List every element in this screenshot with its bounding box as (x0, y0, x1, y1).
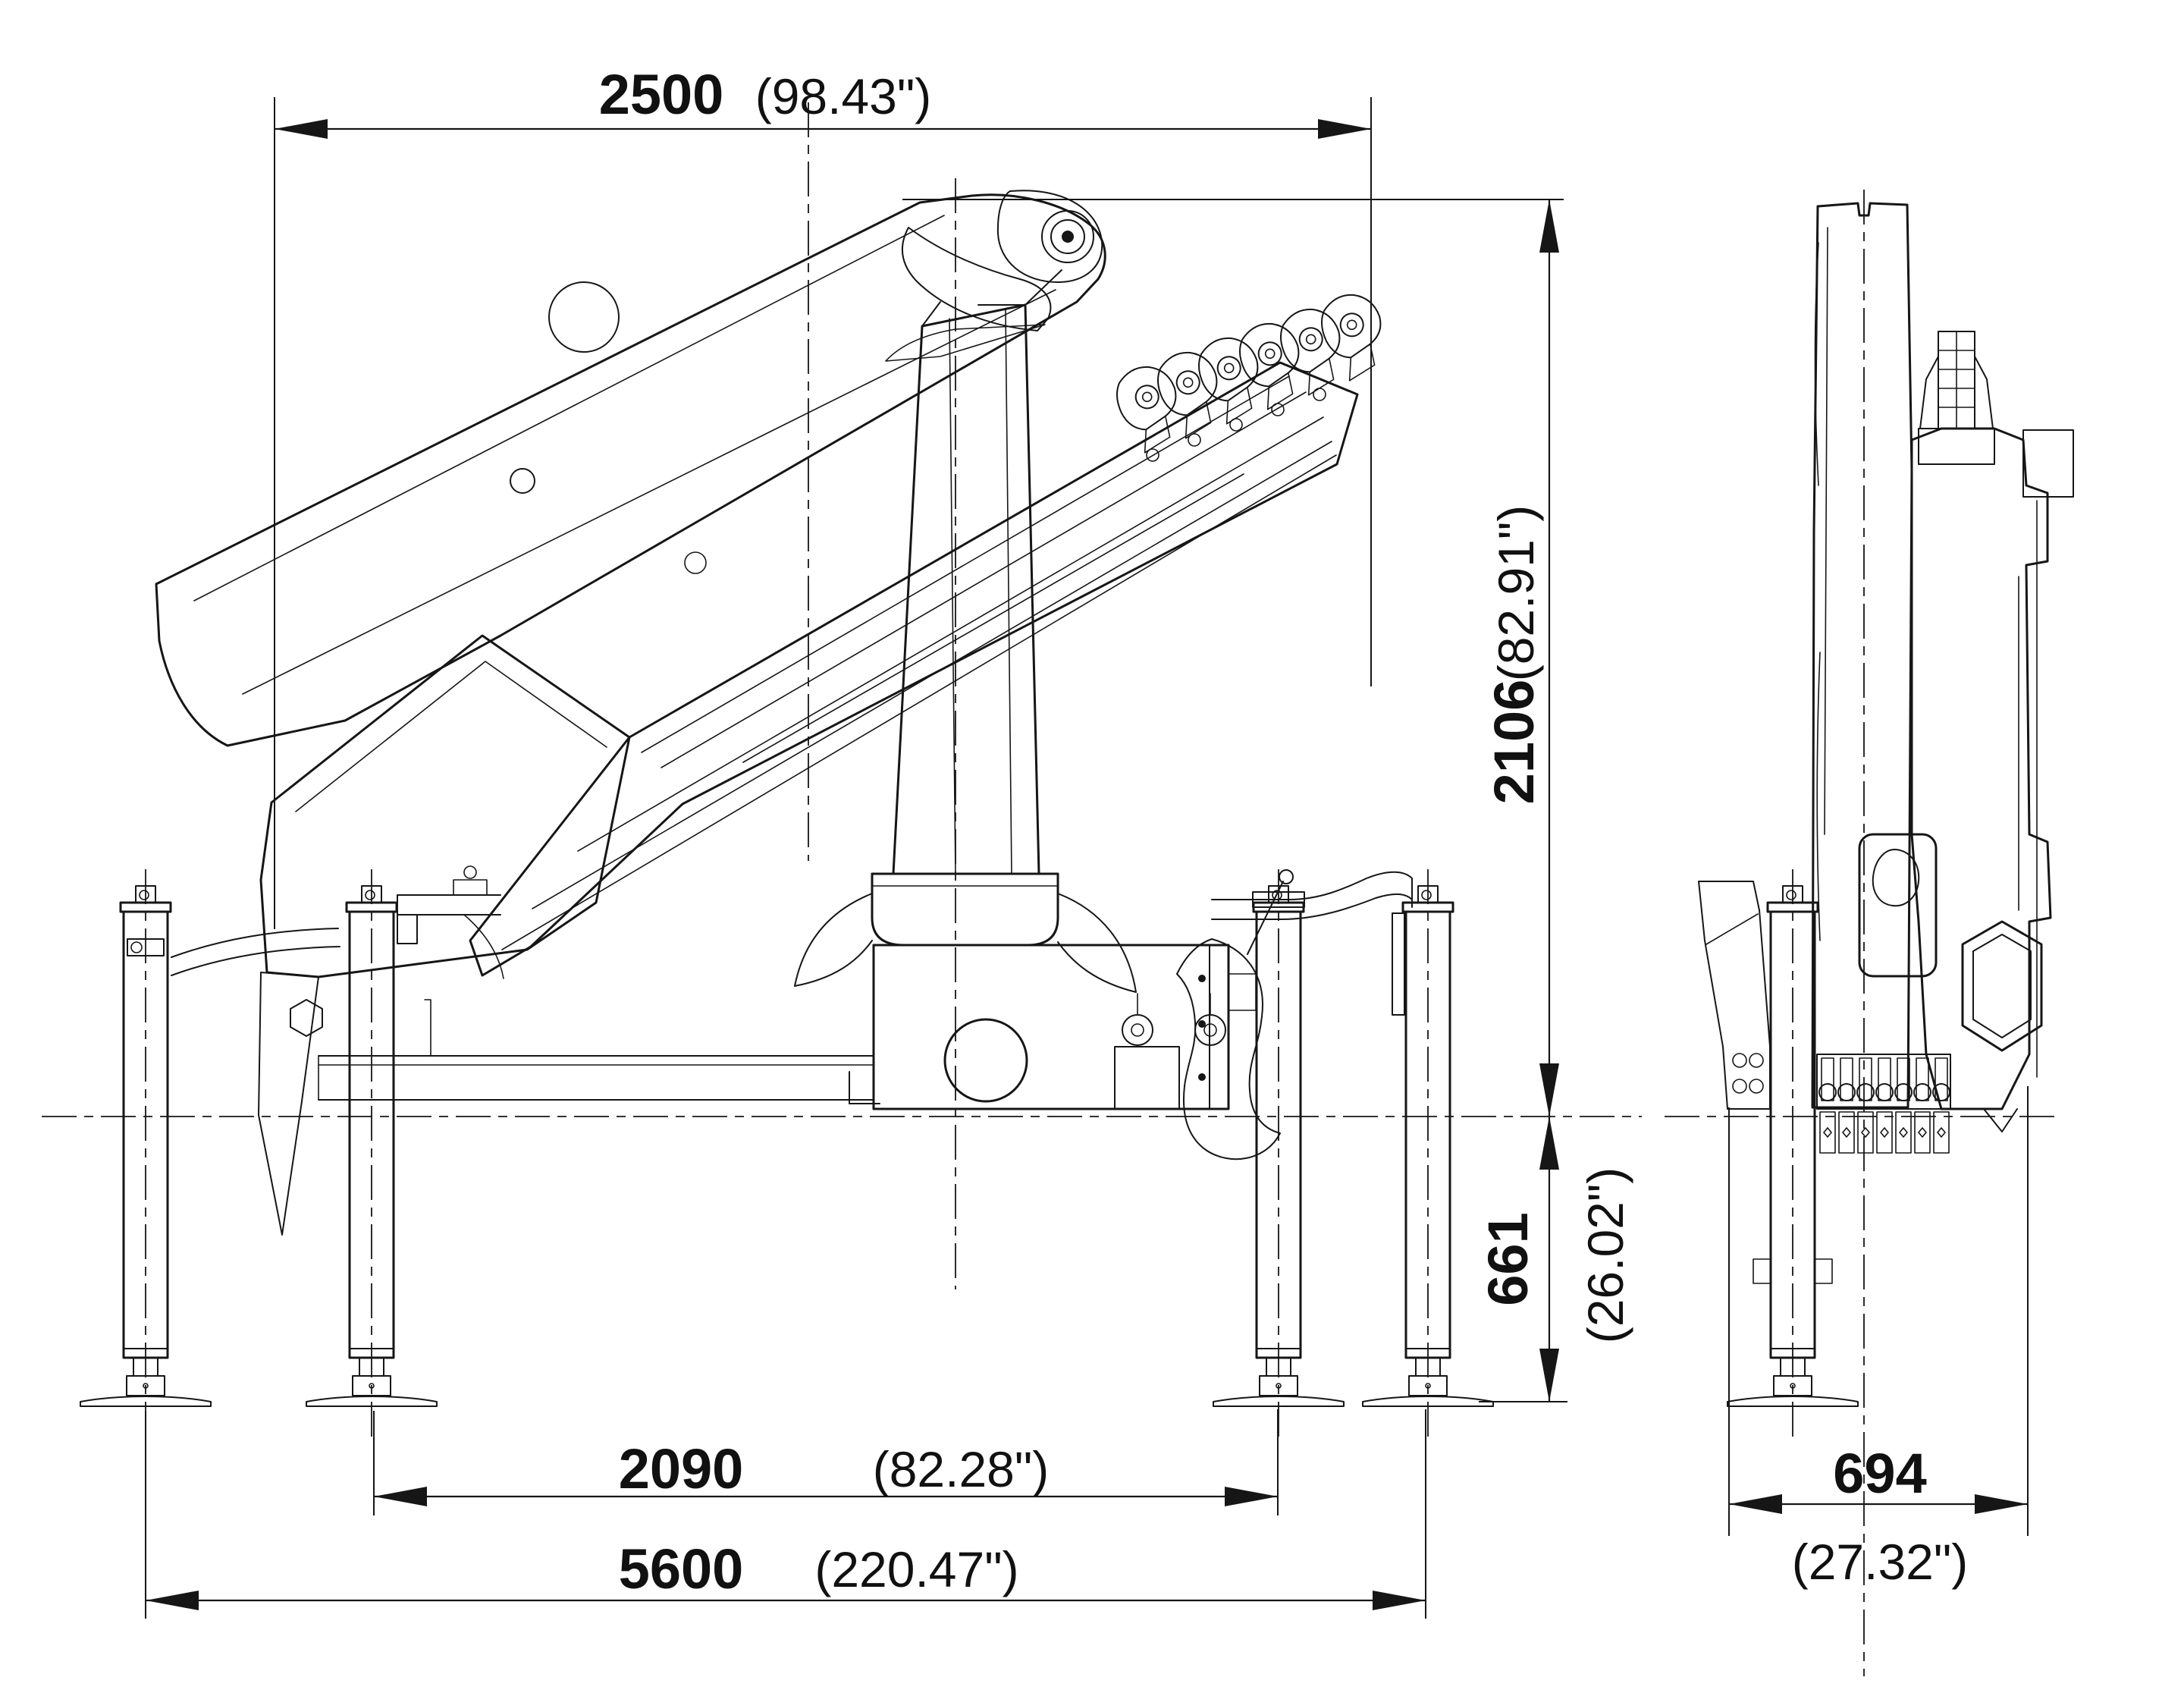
dim-694-in: (27.32") (1792, 1534, 1969, 1590)
boom-nose-flap (258, 972, 319, 1236)
dimension-height-above: 2106 (82.91") (902, 199, 1564, 1117)
dim-661-in: (26.02") (1577, 1167, 1633, 1344)
dimension-top-width: 2500 (98.43") (274, 63, 1372, 929)
dim-2500-in: (98.43") (755, 68, 932, 124)
dim-2090-in: (82.28") (873, 1441, 1050, 1497)
stabilizer-leg-far-left (79, 868, 212, 1443)
front-valve-bank (1816, 1054, 1951, 1154)
outrigger-beam-left (127, 865, 504, 979)
boom-head-sheaves (1108, 285, 1398, 457)
stabilizer-leg-front (1726, 868, 1859, 1443)
dim-694-mm: 694 (1833, 1442, 1926, 1505)
dim-2500-mm: 2500 (599, 63, 724, 126)
telescopic-boom-bundle (469, 361, 1359, 977)
inner-boom (258, 634, 631, 1236)
dimension-front-width: 694 (27.32") (1728, 1086, 2029, 1590)
boom-link (902, 227, 1052, 331)
stabilizer-leg-left (305, 868, 438, 1443)
slew-base (794, 872, 1137, 993)
dim-5600-in: (220.47") (814, 1541, 1018, 1597)
dim-2090-mm: 2090 (619, 1437, 744, 1500)
main-boom (155, 190, 1106, 747)
dim-2106-mm: 2106 (1483, 680, 1545, 805)
control-valve-unit (1114, 869, 1294, 1161)
front-view (1665, 190, 2074, 1676)
dimension-depth-below: 661 (26.02") (1476, 1117, 1633, 1402)
dimension-stabilizer-spread: 5600 (220.47") (145, 1409, 1426, 1619)
dim-661-mm: 661 (1476, 1212, 1539, 1305)
dimension-stabilizer-spacing: 2090 (82.28") (373, 1409, 1279, 1515)
boom-small-hole (510, 468, 535, 494)
dim-5600-mm: 5600 (619, 1537, 744, 1600)
front-hex-section (1961, 920, 2043, 1132)
outrigger-beam-right (1211, 871, 1413, 1016)
hex-hole (290, 999, 323, 1037)
front-outrigger-bracket (1698, 881, 1771, 1110)
boom-lightening-hole (548, 281, 620, 353)
base-frame (318, 944, 1230, 1110)
front-valve-lower-plates (1819, 1111, 1950, 1154)
front-main-boom (1811, 202, 1913, 1109)
stabilizer-leg-right (1212, 868, 1345, 1443)
front-head-plate (1858, 833, 1938, 978)
dim-2106-in: (82.91") (1488, 505, 1544, 682)
side-view (42, 102, 1642, 1443)
stabilizer-leg-far-right (1361, 868, 1495, 1443)
boom-pivot-pin (996, 190, 1103, 283)
front-boom-stack (1910, 331, 2074, 1110)
